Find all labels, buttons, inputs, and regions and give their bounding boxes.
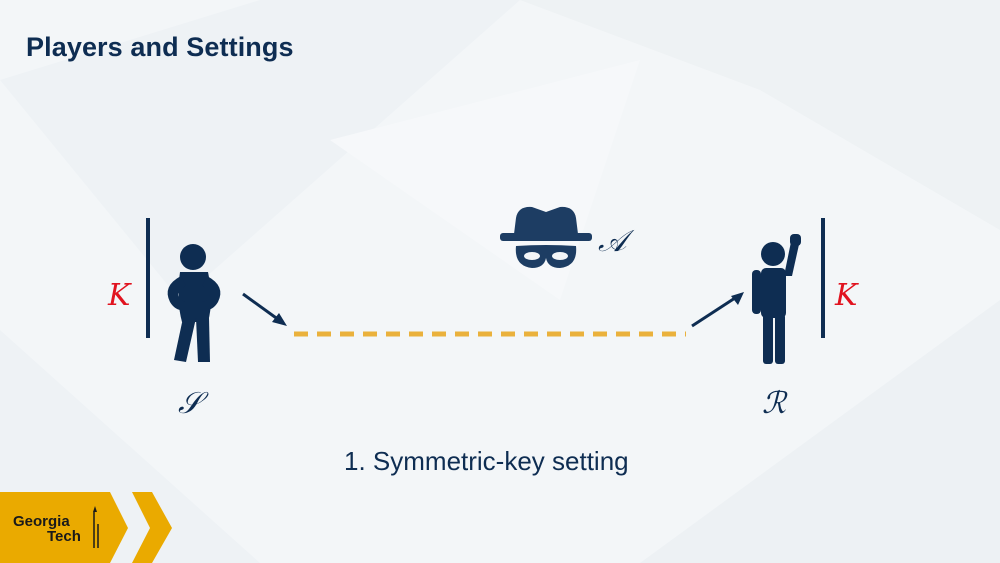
receiver-key-label: K bbox=[835, 278, 858, 313]
page-title: Players and Settings bbox=[26, 32, 294, 62]
logo-text-georgia: Georgia bbox=[13, 513, 70, 530]
receiver-arrow-icon bbox=[691, 292, 744, 328]
adversary-label: 𝒜 bbox=[598, 224, 627, 259]
logo-text-tech: Tech bbox=[47, 528, 81, 545]
sender-label: 𝒮 bbox=[178, 386, 202, 421]
receiver-person-icon bbox=[752, 234, 801, 364]
adversary-spy-icon bbox=[500, 206, 592, 268]
setting-caption: 1. Symmetric-key setting bbox=[344, 446, 629, 476]
receiver-label: ℛ bbox=[762, 386, 786, 421]
sender-key-label: K bbox=[108, 278, 131, 313]
georgia-tech-logo bbox=[0, 492, 172, 563]
sender-arrow-icon bbox=[242, 292, 287, 326]
sender-person-icon bbox=[167, 244, 221, 362]
